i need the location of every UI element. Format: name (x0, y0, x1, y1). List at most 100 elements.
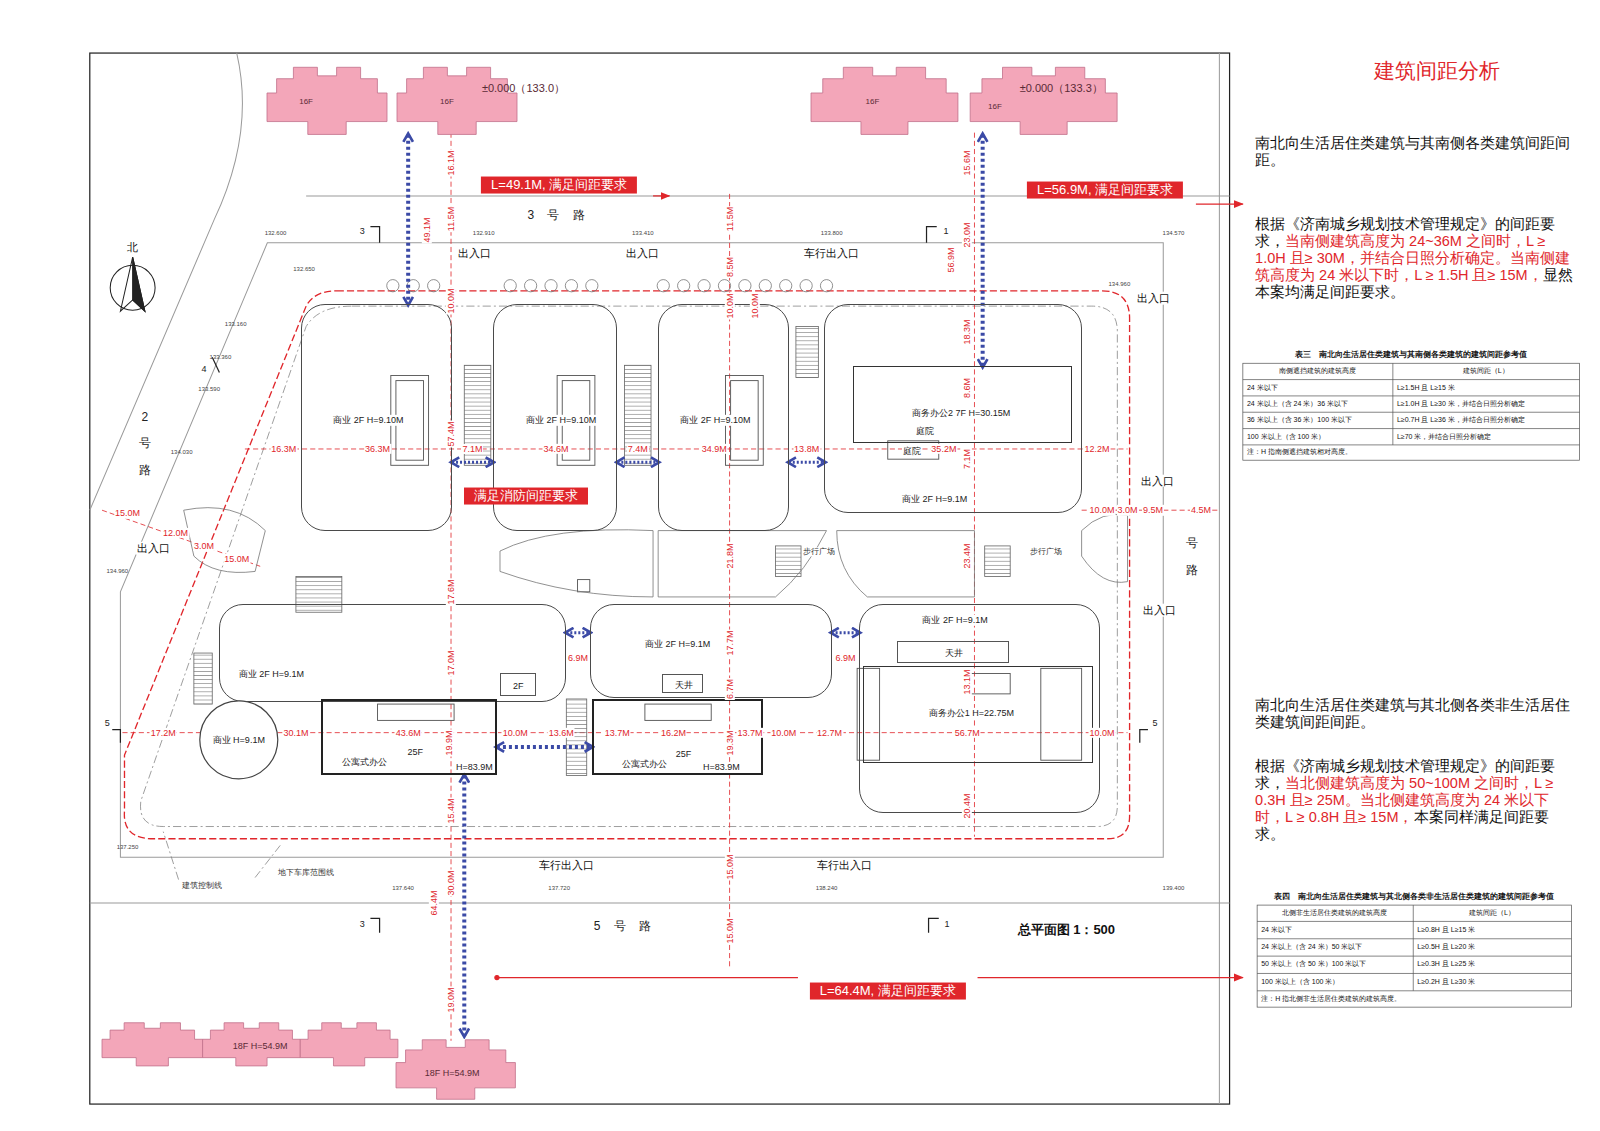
street-tree (565, 280, 577, 292)
stair (796, 327, 818, 378)
round-pavilion: 商业 H=9.1M (199, 700, 279, 780)
plan-graphic (90, 53, 1580, 1104)
building-label: H=83.9M (702, 762, 741, 772)
table-cell: L≥1.5H 且 L≥15 米 (1397, 384, 1455, 392)
elevation: 134.960 (1109, 280, 1131, 287)
spacing-arrow (981, 135, 985, 367)
north-arrow (110, 257, 155, 311)
street-tree (820, 280, 832, 292)
street-tree (657, 280, 669, 292)
building-label: 商务办公2 7F H=30.15M (911, 408, 1011, 418)
residential-building: 18F H=54.9M (102, 1020, 398, 1066)
building-label: 18F H=54.9M (232, 1041, 289, 1051)
residential-building: 16F16F±0.000（133.3） (811, 63, 1117, 134)
grid-axis-bracket (1140, 730, 1148, 743)
dimension: 8.6M (962, 377, 972, 399)
dimension: 19.9M (444, 729, 454, 756)
building-footprint (102, 1023, 203, 1066)
dimension: 15.0M (114, 508, 141, 518)
text-paragraph: 根据《济南城乡规划技术管理规定》的间距要求，当北侧建筑高度为 50~100M 之… (1255, 758, 1573, 843)
plan-note: 步行广场 (802, 547, 836, 556)
entrance-label: 车行出入口 (538, 859, 595, 872)
dimension: 30.1M (282, 727, 309, 737)
dimension: 16.1M (446, 150, 456, 177)
grid-axis: 5 (1153, 718, 1158, 728)
road-name: 号 路 (1186, 530, 1198, 583)
street-tree (504, 280, 516, 292)
dimension: 10.0M (750, 293, 760, 320)
dimension: 15.0M (724, 854, 734, 881)
dimension: 56.9M (946, 247, 956, 274)
elevation: 138.240 (816, 884, 838, 891)
dimension: 12.0M (162, 527, 189, 537)
dimension: 13.1M (962, 668, 972, 695)
entrance-label: 出入口 (1140, 474, 1175, 487)
building-label: 公寓式办公 (341, 757, 388, 767)
building-label: 庭院 (915, 425, 935, 435)
dimension: 17.7M (724, 629, 734, 656)
dimension: 30.0M (446, 869, 456, 896)
building-footprint (396, 1039, 515, 1098)
road-name: 5 号 路 (592, 920, 653, 934)
dimension: 56.7M (954, 727, 981, 737)
table-caption: 表四 南北向生活居住类建筑与其北侧各类非生活居住类建筑的建筑间距参考值 (1274, 893, 1554, 902)
building-label: 商业 2F H=9.1M (901, 494, 968, 504)
building-label: 16F (865, 97, 881, 106)
road-name: 2 号 路 (139, 404, 151, 483)
light-well (969, 673, 1010, 693)
street-tree (698, 280, 710, 292)
table-cell: L≥0.3H 且 L≥25 米 (1417, 960, 1475, 968)
dimension-line (102, 510, 260, 566)
dimension: 19.3M (724, 729, 734, 756)
building-label: 16F (439, 97, 455, 106)
elevation: 132.600 (265, 229, 287, 236)
building-label: 商业 2F H=9.1M (644, 639, 711, 649)
dimension: 4.5M (1190, 505, 1212, 515)
plan-note: 步行广场 (1029, 547, 1063, 556)
dimension: 21.8M (724, 543, 734, 570)
dimension: 49.1M (421, 216, 431, 243)
rule-text: 南北向生活居住类建筑与其北侧各类非生活居住类建筑间距间距。 (1255, 697, 1570, 730)
table-grid (1243, 363, 1580, 1007)
table-caption: 表三 南北向生活居住类建筑与其南侧各类建筑的建筑间距参考值 (1295, 351, 1527, 360)
spacing-arrow (617, 461, 658, 464)
plaza-planter (1082, 514, 1128, 582)
plaza-planter (184, 508, 1128, 597)
spacing-arrows (408, 135, 982, 1036)
grid-axis: 4 (202, 364, 207, 374)
leader-arrow (978, 977, 1243, 978)
building-label: ±0.000（133.0） (481, 81, 566, 94)
spacing-arrow (497, 745, 592, 749)
table-cell: 50 米以上（含 50 米）100 米以下 (1261, 960, 1366, 968)
table-header: 建筑间距（L） (1463, 367, 1509, 375)
building-label: 2F (512, 681, 525, 691)
drawing-caption: 总平面图 1：500 (1018, 922, 1116, 937)
road-edge (90, 53, 1230, 1104)
table-cell: L≥0.2H 且 L≥30 米 (1417, 978, 1475, 986)
dimension: 17.6M (446, 578, 456, 605)
building-label: 25F (675, 749, 693, 759)
elevation: 137.250 (117, 843, 139, 850)
elevation: 137.640 (392, 884, 414, 891)
spacing-verdict: L=64.4M, 满足间距要求 (810, 982, 966, 999)
dimension: 10.0M (770, 727, 797, 737)
building-label: 商务办公1 H=22.75M (928, 708, 1015, 718)
table-cell: L≥0.7H 且 L≥36 米，并结合日照分析确定 (1397, 416, 1525, 424)
spacing-dimension: 6.9M (834, 653, 856, 663)
plaza-planter (500, 530, 653, 597)
grid-axis-bracket (929, 918, 939, 932)
dimension: 35.2M (930, 444, 957, 454)
dimension: 12.2M (1083, 444, 1110, 454)
street-tree (759, 280, 771, 292)
building-label: 庭院 (902, 446, 922, 456)
spacing-verdict: L=49.1M, 满足间距要求 (481, 176, 637, 193)
light-well (645, 704, 711, 720)
dimension: 10.0M (502, 727, 529, 737)
table-grid (1257, 905, 1571, 1007)
building-label: 天井 (674, 679, 694, 689)
building-label: 18F H=54.9M (424, 1068, 481, 1078)
dimension: 11.5M (724, 206, 734, 232)
leader-arrow (495, 976, 499, 980)
table-grid (1243, 363, 1580, 445)
dimension: 57.4M (446, 420, 456, 447)
